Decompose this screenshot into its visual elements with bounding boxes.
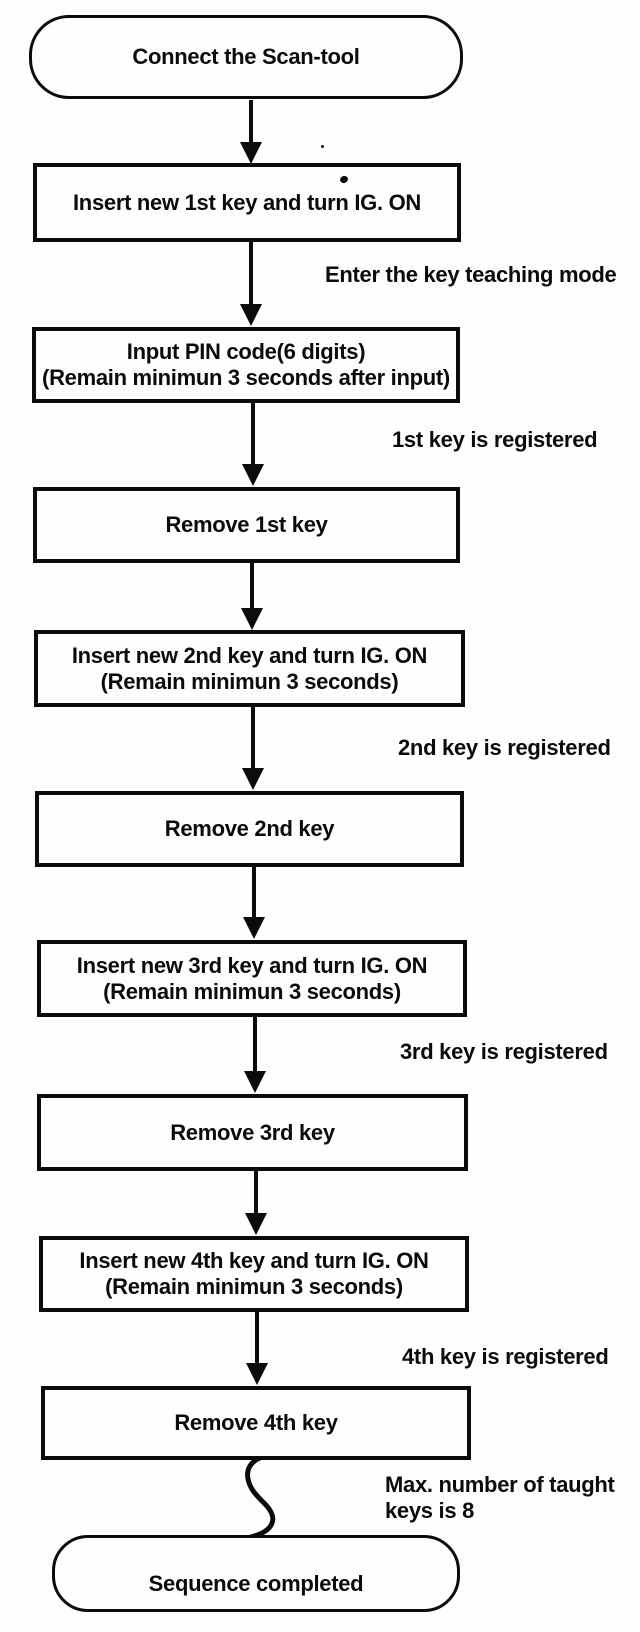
- annotation-max-taught-keys: Max. number of taught keys is 8: [385, 1472, 615, 1524]
- node-label-line1: Insert new 2nd key and turn IG. ON: [71, 642, 428, 668]
- flow-arrow-6: [243, 867, 265, 939]
- flow-arrow-5: [242, 707, 264, 790]
- annotation-line1: Max. number of taught: [385, 1472, 615, 1497]
- node-label: Remove 4th key: [174, 1410, 338, 1435]
- node-label: Remove 2nd key: [164, 816, 335, 841]
- node-label-line1: Input PIN code(6 digits): [126, 339, 366, 364]
- node-label-line1: Insert new 4th key and turn IG. ON: [79, 1248, 429, 1273]
- node-insert-4th-key: Insert new 4th key and turn IG. ON (Rema…: [39, 1236, 469, 1312]
- node-insert-2nd-key: Insert new 2nd key and turn IG. ON (Rema…: [34, 630, 465, 707]
- flow-arrow-9: [246, 1312, 268, 1385]
- break-squiggle-connector: [245, 1454, 276, 1540]
- annotation-4th-key-registered: 4th key is registered: [402, 1344, 609, 1369]
- flow-arrow-3: [242, 403, 264, 486]
- node-sequence-completed: Sequence completed: [52, 1535, 460, 1612]
- node-label: Insert new 1st key and turn IG. ON: [73, 189, 421, 215]
- flow-arrow-7: [244, 1017, 266, 1093]
- flow-arrow-1: [240, 100, 262, 164]
- flow-arrow-8: [245, 1171, 267, 1235]
- annotation-3rd-key-registered: 3rd key is registered: [400, 1039, 608, 1064]
- node-connect-scan-tool: Connect the Scan-tool: [29, 15, 463, 99]
- node-insert-1st-key: Insert new 1st key and turn IG. ON: [33, 163, 461, 242]
- node-label-line1: Insert new 3rd key and turn IG. ON: [76, 952, 428, 978]
- node-label: Sequence completed: [148, 1570, 364, 1596]
- annotation-line2: keys is 8: [385, 1498, 475, 1523]
- node-label-line2: (Remain minimun 3 seconds after input): [42, 365, 450, 390]
- annotation-enter-teaching-mode: Enter the key teaching mode: [325, 262, 617, 287]
- node-remove-2nd-key: Remove 2nd key: [35, 791, 464, 867]
- flow-arrow-2: [240, 242, 262, 326]
- node-remove-3rd-key: Remove 3rd key: [37, 1094, 468, 1171]
- annotation-2nd-key-registered: 2nd key is registered: [398, 735, 611, 760]
- node-label: Connect the Scan-tool: [132, 44, 360, 69]
- node-label-line2: (Remain minimun 3 seconds): [105, 1274, 403, 1299]
- node-insert-3rd-key: Insert new 3rd key and turn IG. ON (Rema…: [37, 940, 467, 1017]
- node-label: Remove 3rd key: [170, 1119, 335, 1145]
- node-remove-4th-key: Remove 4th key: [41, 1386, 471, 1460]
- node-label-line2: (Remain minimun 3 seconds): [100, 668, 399, 694]
- node-label-line2: (Remain minimun 3 seconds): [103, 978, 401, 1004]
- flow-arrow-4: [241, 563, 263, 630]
- node-label: Remove 1st key: [165, 512, 328, 537]
- node-input-pin-code: Input PIN code(6 digits) (Remain minimun…: [32, 327, 460, 403]
- scan-artifact-dot: [321, 145, 324, 148]
- node-remove-1st-key: Remove 1st key: [33, 487, 460, 563]
- annotation-1st-key-registered: 1st key is registered: [392, 427, 598, 452]
